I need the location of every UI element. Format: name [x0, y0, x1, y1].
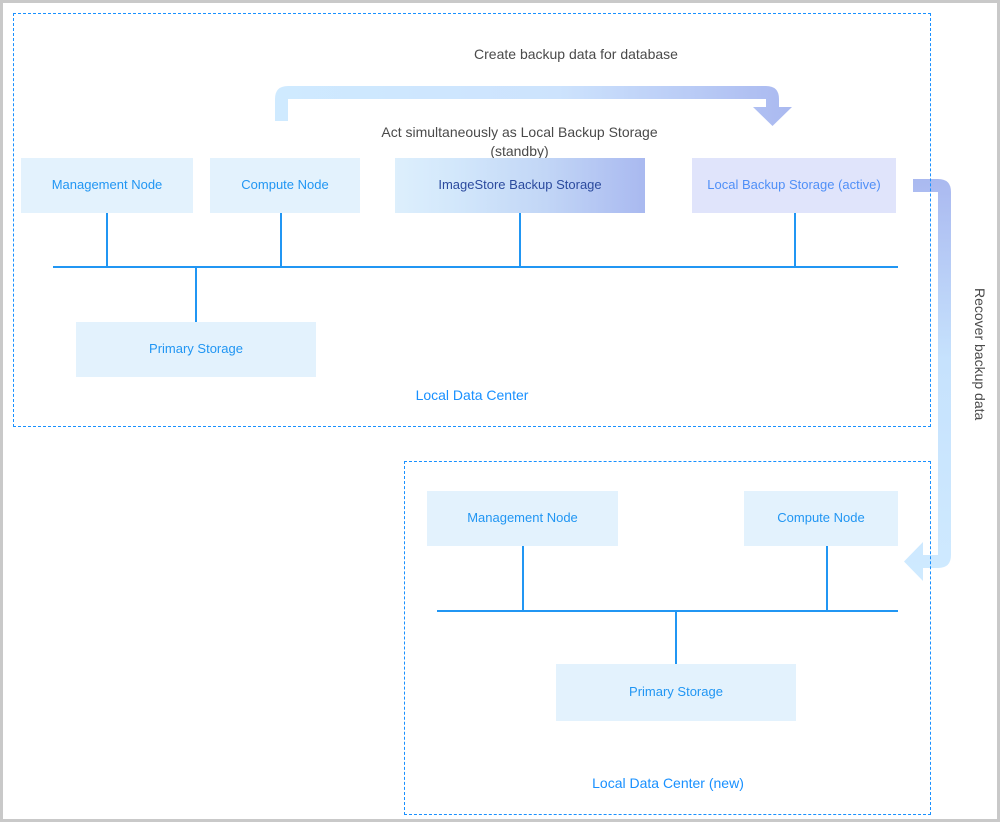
node-imagestore-backup-storage[interactable]: ImageStore Backup Storage [395, 158, 645, 213]
create-backup-caption: Create backup data for database [474, 46, 678, 62]
bus-line-local-data-center-new [437, 610, 898, 612]
node-primary-storage[interactable]: Primary Storage [76, 322, 316, 377]
node-management-node-new[interactable]: Management Node [427, 491, 618, 546]
connector-compute-node [280, 213, 282, 268]
connector-management-node [106, 213, 108, 268]
local-data-center-new-label: Local Data Center (new) [592, 775, 744, 791]
bus-line-local-data-center [53, 266, 898, 268]
local-data-center-new-container [404, 461, 931, 815]
recover-backup-caption: Recover backup data [972, 288, 988, 421]
node-label: Primary Storage [149, 341, 243, 357]
local-data-center-container [13, 13, 931, 427]
connector-local-backup-storage [794, 213, 796, 268]
node-management-node[interactable]: Management Node [21, 158, 193, 213]
node-label: Compute Node [777, 510, 865, 526]
connector-primary-storage [195, 266, 197, 323]
node-compute-node-new[interactable]: Compute Node [744, 491, 898, 546]
local-data-center-label: Local Data Center [415, 387, 529, 403]
node-label: ImageStore Backup Storage [438, 177, 602, 193]
node-label: Compute Node [241, 177, 329, 193]
connector-imagestore-backup-storage [519, 213, 521, 268]
node-primary-storage-new[interactable]: Primary Storage [556, 664, 796, 721]
connector-compute-node-new [826, 546, 828, 611]
connector-primary-storage-new [675, 610, 677, 665]
standby-caption: Act simultaneously as Local Backup Stora… [381, 124, 658, 159]
connector-management-node-new [522, 546, 524, 611]
node-label: Management Node [467, 510, 578, 526]
node-label: Local Backup Storage (active) [707, 177, 881, 193]
node-label: Management Node [51, 177, 163, 193]
node-compute-node[interactable]: Compute Node [210, 158, 360, 213]
node-label: Primary Storage [629, 684, 723, 700]
node-local-backup-storage-active[interactable]: Local Backup Storage (active) [692, 158, 896, 213]
